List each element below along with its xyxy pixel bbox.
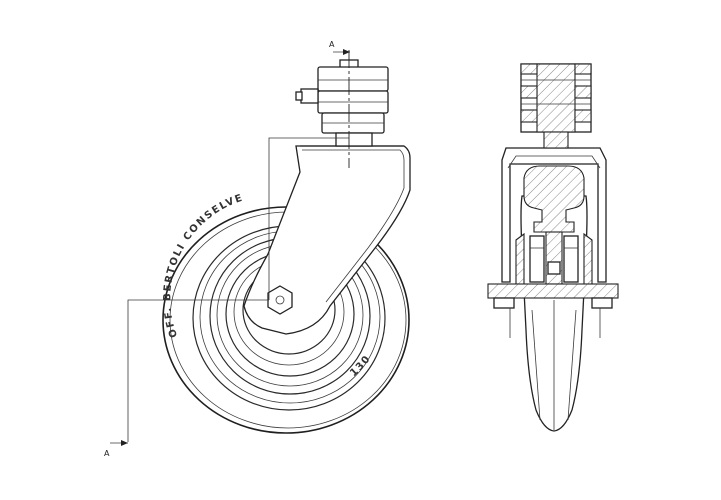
side-view: OFF. BERTOLI CONSELVE 130 [104,40,411,458]
swivel-head [295,59,389,147]
section-line-top: A [329,40,350,168]
axle-plate [487,283,619,338]
brand-embossing: OFF. BERTOLI CONSELVE [162,192,245,339]
axle-nut [267,285,293,315]
section-label-bottom: A [104,449,110,458]
center-lines: A [104,137,349,458]
swivel-fork [243,145,411,335]
section-label-top: A [329,40,335,49]
fork-section [501,147,607,283]
head-section [520,63,592,149]
section-view [487,63,619,432]
hub-section [515,165,593,285]
